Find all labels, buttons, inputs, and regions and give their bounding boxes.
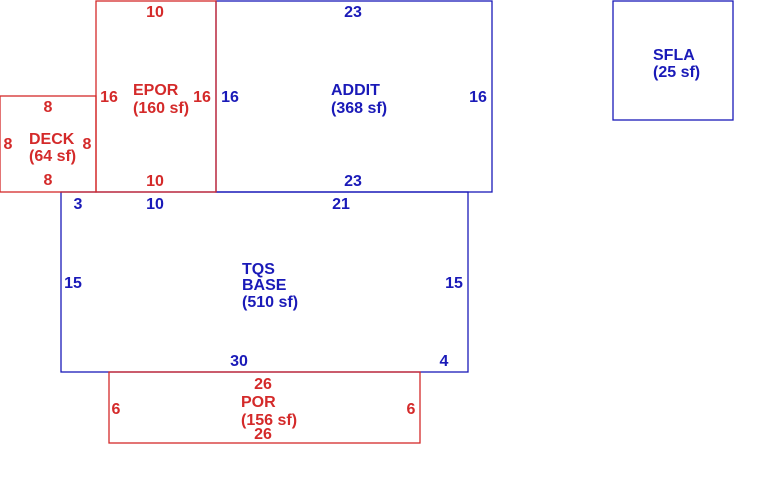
epor-dim-top: 10 — [146, 4, 164, 21]
sfla-area: (25 sf) — [653, 64, 700, 81]
addit-dim-bottom: 23 — [344, 173, 362, 190]
sfla-name: SFLA — [653, 47, 695, 64]
por-outline — [108, 371, 421, 444]
deck-outline — [0, 95, 97, 193]
por-dim-right: 6 — [407, 401, 416, 418]
addit-area: (368 sf) — [331, 100, 387, 117]
por-area: (156 sf) — [241, 412, 297, 429]
base-dim-bottom: 30 — [230, 353, 248, 370]
epor-area: (160 sf) — [133, 100, 189, 117]
deck-area: (64 sf) — [29, 148, 76, 165]
base-name-line1: TQS — [242, 261, 275, 278]
epor-name: EPOR — [133, 82, 179, 99]
epor-dim-left: 16 — [100, 89, 118, 106]
base-dim-top-mid: 10 — [146, 196, 164, 213]
deck-dim-bottom: 8 — [44, 172, 53, 189]
addit-dim-top: 23 — [344, 4, 362, 21]
base-dim-bottom-right: 4 — [440, 353, 449, 370]
por-dim-bottom: 26 — [254, 426, 272, 443]
por-dim-top: 26 — [254, 376, 272, 393]
base-name-line2: BASE — [242, 277, 287, 294]
base-dim-right: 15 — [445, 275, 463, 292]
sfla-outline — [612, 0, 734, 121]
base-dim-top-left: 3 — [74, 196, 83, 213]
base-dim-top-right: 21 — [332, 196, 350, 213]
epor-dim-bottom: 10 — [146, 173, 164, 190]
addit-dim-left: 16 — [221, 89, 239, 106]
por-dim-left: 6 — [112, 401, 121, 418]
base-area: (510 sf) — [242, 294, 298, 311]
por-name: POR — [241, 394, 276, 411]
deck-dim-right: 8 — [83, 136, 92, 153]
addit-name: ADDIT — [331, 82, 380, 99]
deck-dim-top: 8 — [44, 99, 53, 116]
epor-dim-right: 16 — [193, 89, 211, 106]
deck-name: DECK — [29, 131, 75, 148]
deck-dim-left: 8 — [4, 136, 13, 153]
addit-dim-right: 16 — [469, 89, 487, 106]
base-dim-left: 15 — [64, 275, 82, 292]
